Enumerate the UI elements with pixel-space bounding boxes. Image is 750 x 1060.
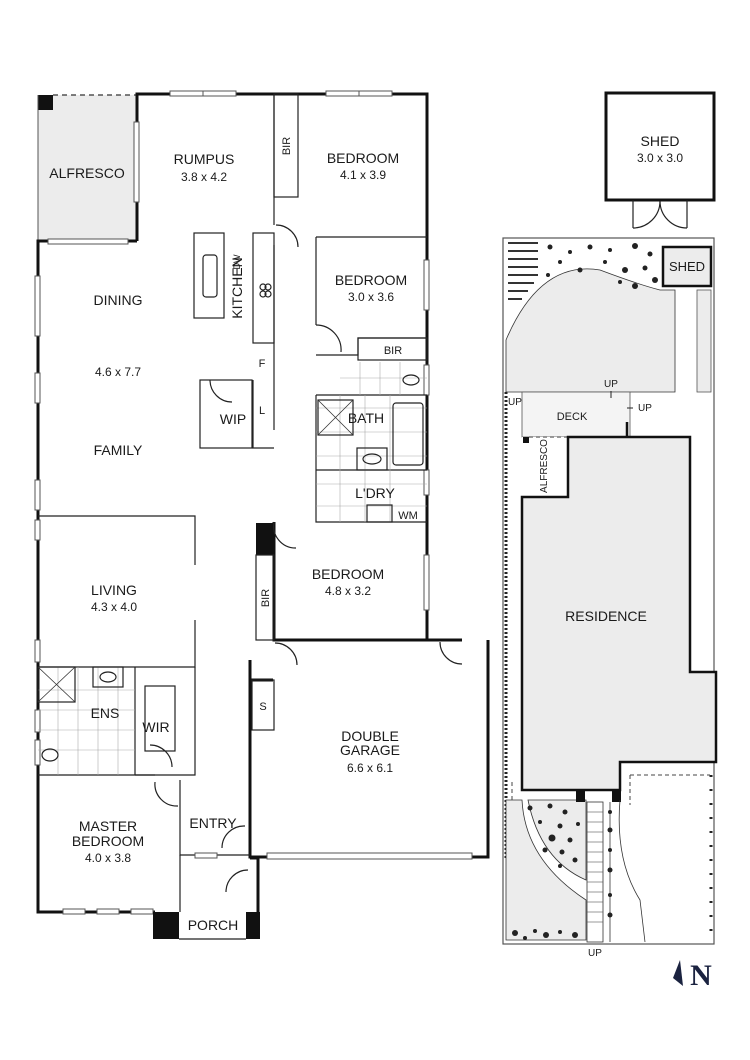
room-label-family: FAMILY xyxy=(94,442,143,458)
room-dims-master: 4.0 x 3.8 xyxy=(85,851,131,865)
room-dims-garage: 6.6 x 6.1 xyxy=(347,761,393,775)
shed-label: SHED xyxy=(641,133,680,149)
room-label-kitchen: KITCHEN xyxy=(229,257,245,318)
room-label-alfresco: ALFRESCO xyxy=(49,165,125,181)
site-plan: SHED DECK UP UP UP ALFRESCO RESIDENCE xyxy=(502,237,718,959)
site-alfresco-label: ALFRESCO xyxy=(539,439,550,493)
room-label-bir: BIR xyxy=(384,345,402,357)
room-label-dining: DINING xyxy=(94,292,143,308)
north-label: N xyxy=(690,959,712,992)
room-dims-bedroom: 3.0 x 3.6 xyxy=(348,290,394,304)
room-label-bedroom: BEDROOM xyxy=(335,272,407,288)
room-dims-bedroom: 4.8 x 3.2 xyxy=(325,584,371,598)
shed-dims: 3.0 x 3.0 xyxy=(637,151,683,165)
label-washing-machine: WM xyxy=(398,510,418,522)
room-label-garage-2: GARAGE xyxy=(340,742,400,758)
room-dims-bedroom: 4.1 x 3.9 xyxy=(340,168,386,182)
room-dims-dining-family: 4.6 x 7.7 xyxy=(95,365,141,379)
post xyxy=(38,95,53,110)
label-storage: S xyxy=(259,701,266,713)
north-compass xyxy=(673,960,683,986)
room-label-wir: WIR xyxy=(142,719,169,735)
room-label-bath: BATH xyxy=(348,410,384,426)
room-label-bedroom: BEDROOM xyxy=(312,566,384,582)
site-shed-label: SHED xyxy=(669,259,705,274)
room-label-porch: PORCH xyxy=(188,917,239,933)
room-label-laundry: L'DRY xyxy=(355,485,395,501)
deck-label: DECK xyxy=(557,411,588,423)
up-label: UP xyxy=(588,948,602,959)
room-dims-living: 4.3 x 4.0 xyxy=(91,600,137,614)
room-label-entry: ENTRY xyxy=(189,815,237,831)
label-fridge: F xyxy=(259,358,266,370)
up-label: UP xyxy=(638,403,652,414)
up-label: UP xyxy=(508,397,522,408)
room-label-rumpus: RUMPUS xyxy=(174,151,235,167)
residence-label: RESIDENCE xyxy=(565,608,647,624)
room-dims-rumpus: 3.8 x 4.2 xyxy=(181,170,227,184)
room-label-master-2: BEDROOM xyxy=(72,833,144,849)
label-linen: L xyxy=(259,405,265,417)
room-label-wip: WIP xyxy=(220,411,246,427)
room-label-bir: BIR xyxy=(281,137,293,155)
label-dishwasher: DW xyxy=(232,254,242,269)
room-label-living: LIVING xyxy=(91,582,137,598)
shed-detail xyxy=(604,91,716,202)
north-arrow-icon xyxy=(673,960,683,986)
alfresco-area xyxy=(38,95,137,241)
room-label-ensuite: ENS xyxy=(91,705,120,721)
room-label-garage: DOUBLE xyxy=(341,728,399,744)
room-label-master: MASTER xyxy=(79,818,137,834)
room-label-bir: BIR xyxy=(260,589,272,607)
up-label: UP xyxy=(604,379,618,390)
room-label-bedroom: BEDROOM xyxy=(327,150,399,166)
